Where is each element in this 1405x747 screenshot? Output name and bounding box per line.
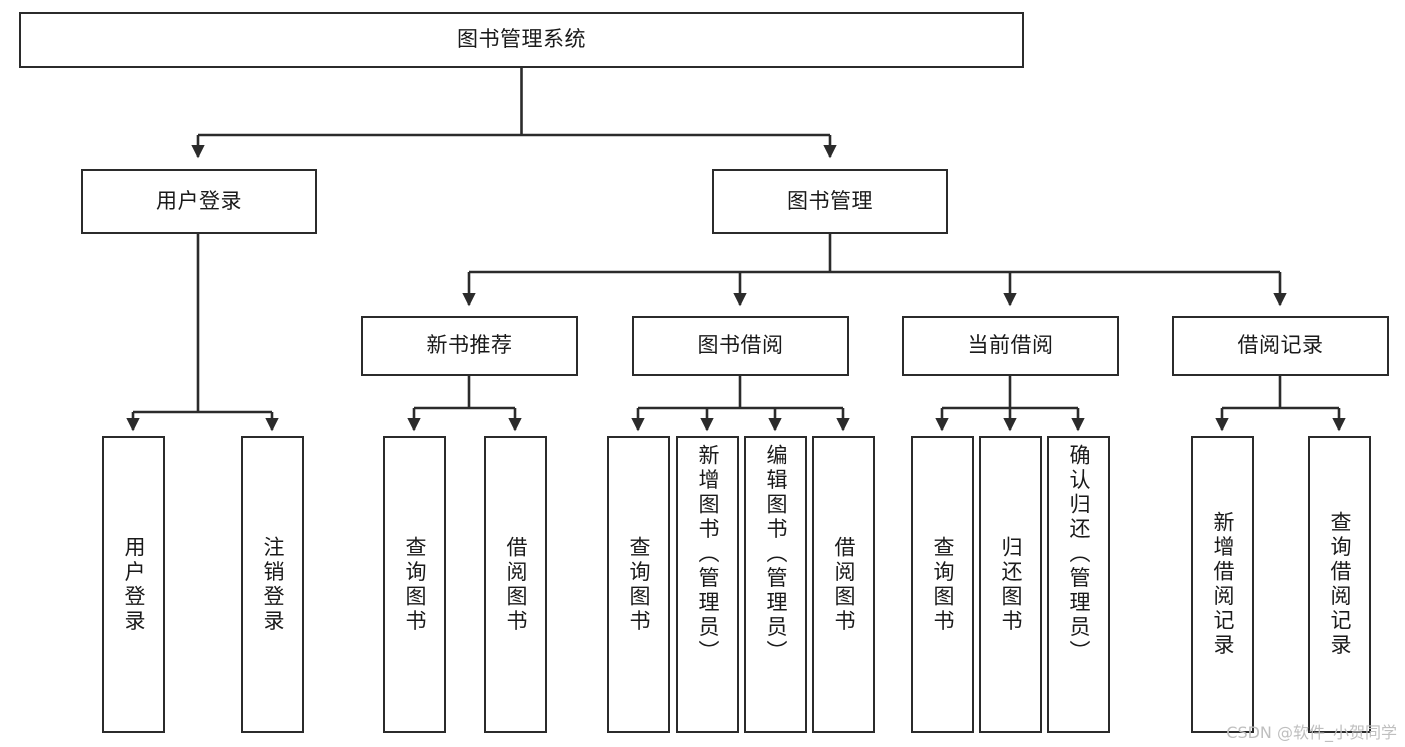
leaf-book-borrow-query-book[interactable]: 查询图书: [607, 436, 670, 733]
node-book-borrow-label: 图书借阅: [697, 333, 784, 358]
leaf-current-borrow-confirm-return[interactable]: 确认归还（管理员）: [1047, 436, 1110, 733]
node-borrow-record[interactable]: 借阅记录: [1172, 316, 1389, 376]
leaf-book-borrow-edit-book[interactable]: 编辑图书（管理员）: [744, 436, 807, 733]
node-root[interactable]: 图书管理系统: [19, 12, 1024, 68]
leaf-current-borrow-return-book[interactable]: 归还图书: [979, 436, 1042, 733]
leaf-label: 归还图书: [999, 535, 1023, 634]
node-user-login-label: 用户登录: [156, 188, 242, 213]
leaf-label: 编辑图书（管理员）: [764, 444, 788, 665]
leaf-new-book-borrow-book[interactable]: 借阅图书: [484, 436, 547, 733]
node-borrow-record-label: 借阅记录: [1237, 333, 1324, 358]
leaf-current-borrow-query-book[interactable]: 查询图书: [911, 436, 974, 733]
leaf-label: 查询借阅记录: [1328, 511, 1352, 658]
leaf-label: 查询图书: [931, 535, 955, 634]
node-book-management[interactable]: 图书管理: [712, 169, 948, 234]
node-new-book-recommend-label: 新书推荐: [426, 333, 513, 358]
leaf-label: 新增借阅记录: [1211, 511, 1235, 658]
leaf-label: 用户登录: [122, 535, 146, 634]
leaf-book-borrow-add-book[interactable]: 新增图书（管理员）: [676, 436, 739, 733]
leaf-label: 新增图书（管理员）: [696, 444, 720, 665]
leaf-user-login-login[interactable]: 用户登录: [102, 436, 165, 733]
leaf-book-borrow-borrow-book[interactable]: 借阅图书: [812, 436, 875, 733]
leaf-label: 借阅图书: [504, 535, 528, 634]
leaf-user-login-logout[interactable]: 注销登录: [241, 436, 304, 733]
node-current-borrow[interactable]: 当前借阅: [902, 316, 1119, 376]
leaf-label: 注销登录: [261, 535, 285, 634]
node-current-borrow-label: 当前借阅: [967, 333, 1054, 358]
node-new-book-recommend[interactable]: 新书推荐: [361, 316, 578, 376]
node-book-borrow[interactable]: 图书借阅: [632, 316, 849, 376]
leaf-new-book-query-book[interactable]: 查询图书: [383, 436, 446, 733]
node-user-login[interactable]: 用户登录: [81, 169, 317, 234]
leaf-label: 查询图书: [627, 535, 651, 634]
leaf-borrow-record-add-record[interactable]: 新增借阅记录: [1191, 436, 1254, 733]
leaf-label: 借阅图书: [832, 535, 856, 634]
csdn-watermark: CSDN @软件_小贺同学: [1226, 723, 1397, 742]
leaf-label: 确认归还（管理员）: [1067, 444, 1091, 665]
node-book-management-label: 图书管理: [787, 188, 873, 213]
leaf-borrow-record-query-record[interactable]: 查询借阅记录: [1308, 436, 1371, 733]
node-root-label: 图书管理系统: [457, 27, 586, 52]
leaf-label: 查询图书: [403, 535, 427, 634]
